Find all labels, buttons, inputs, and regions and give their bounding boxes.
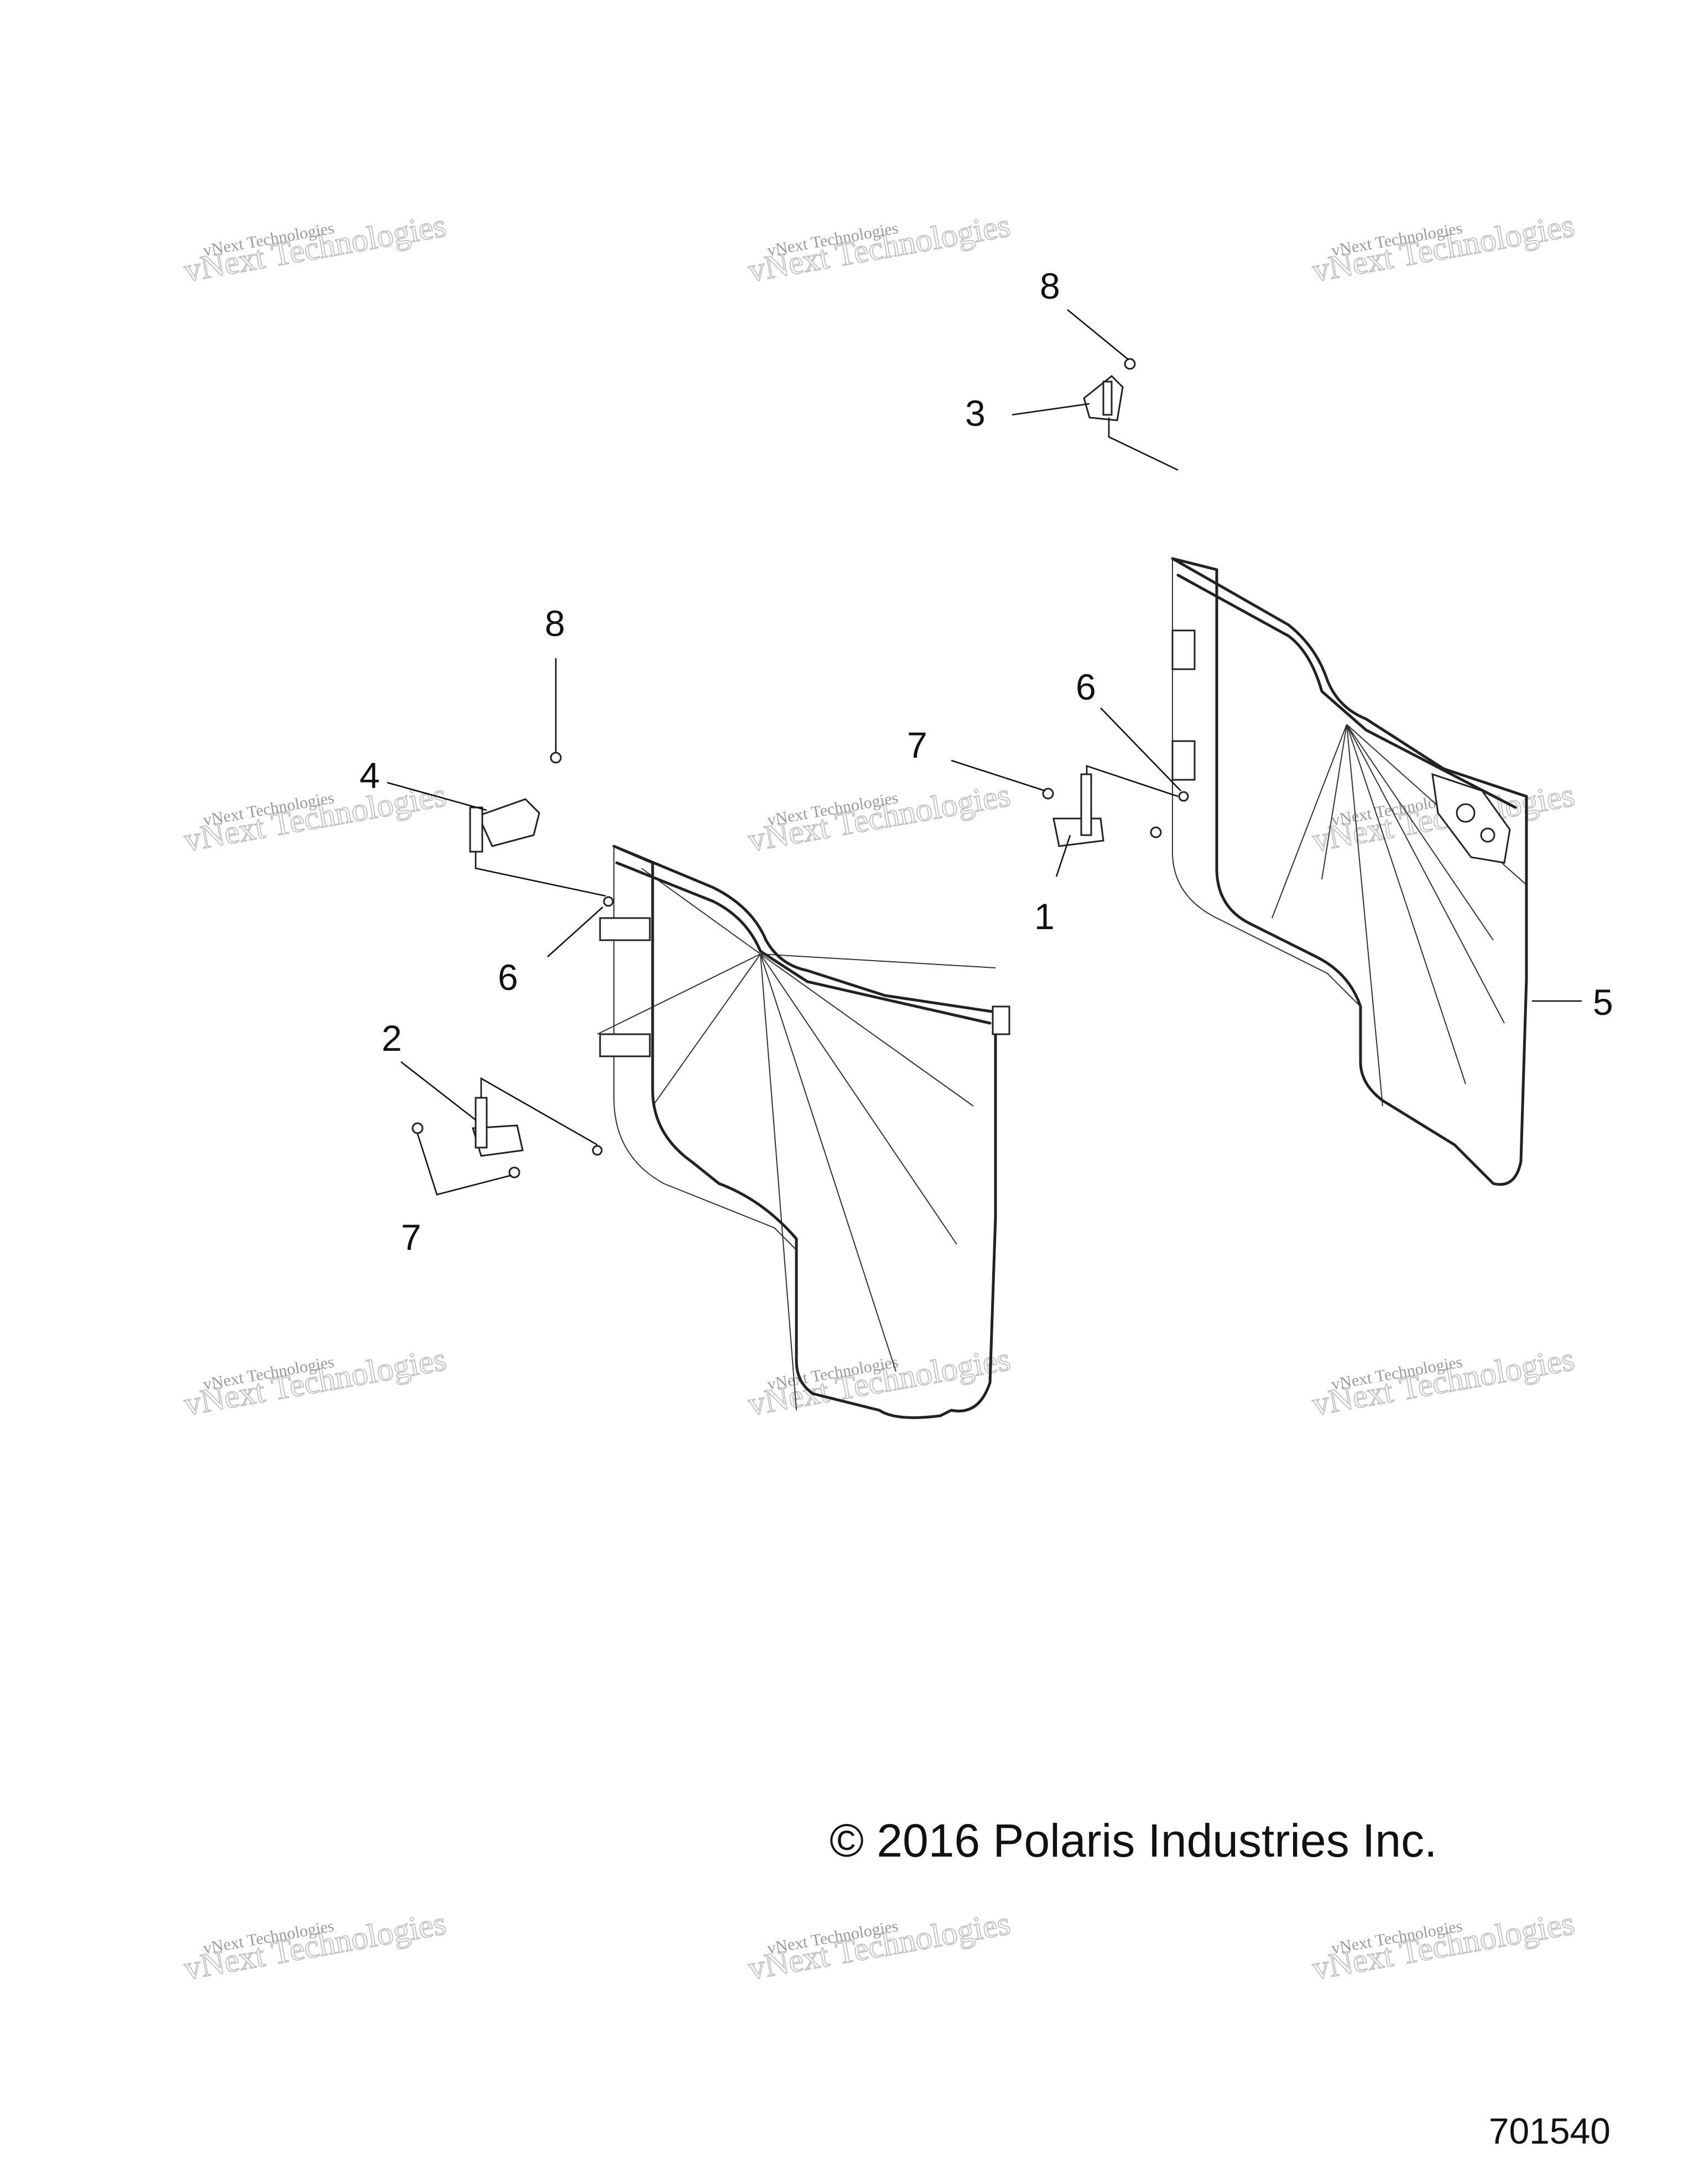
leader-6-right: [1100, 707, 1181, 791]
screw-7-right-a: [1042, 788, 1054, 800]
watermark: vNext Technologies vNext Technologies: [181, 776, 450, 859]
right-door-latch: [1431, 773, 1511, 864]
leader-2: [400, 1061, 476, 1121]
left-door-frame-inner: [615, 861, 992, 1025]
right-door-frame-inner: [1176, 574, 1517, 809]
leader-7-left: [416, 1133, 512, 1196]
callout-2: 2: [382, 1018, 402, 1059]
screw-7-right-b: [1150, 826, 1162, 838]
leader-3-to-door: [1108, 418, 1179, 471]
watermark: vNext Technologies vNext Technologies: [181, 1904, 450, 1987]
callout-7: 7: [907, 724, 927, 765]
right-door-mesh: [1271, 724, 1527, 1107]
left-door: 8 4 6 2 7: [359, 603, 1010, 1419]
hinge-bracket-lower-left: [472, 1097, 524, 1157]
callout-6: 6: [1076, 666, 1096, 707]
washer-6-left: [603, 896, 614, 907]
right-door-hinge-strap-upper: [1171, 629, 1196, 670]
right-door-hinge-strap-lower: [1171, 740, 1196, 781]
screw-7-left-b: [508, 1166, 520, 1179]
callout-5: 5: [1593, 982, 1613, 1023]
left-door-hinge-strap-upper: [599, 917, 651, 941]
watermark: vNext Technologies vNext Technologies: [745, 776, 1014, 859]
callout-3: 3: [965, 393, 986, 434]
leader-8-right: [1067, 309, 1129, 361]
callout-8: 8: [545, 603, 565, 644]
watermarks: vNext Technologies vNext Technologies vN…: [181, 206, 1578, 1987]
leader-3: [1012, 403, 1090, 416]
leader-7-right: [951, 759, 1046, 792]
nut-left: [592, 1145, 603, 1156]
left-door-mesh: [597, 868, 996, 1411]
right-door-frame: [1171, 557, 1528, 1186]
right-door: 8 3 6 7 1 5: [907, 265, 1613, 1186]
watermark: vNext Technologies vNext Technologies: [1309, 1340, 1578, 1423]
leader-4: [387, 781, 487, 811]
bolt-8-right: [1124, 358, 1136, 370]
watermark: vNext Technologies vNext Technologies: [1309, 1904, 1578, 1987]
document-number: 701540: [1488, 2110, 1611, 2151]
leader-2-to-door: [480, 1077, 598, 1146]
watermark: vNext Technologies vNext Technologies: [745, 1904, 1014, 1987]
bolt-8-left: [550, 752, 562, 764]
callout-4: 4: [359, 755, 380, 796]
callout-6: 6: [498, 957, 518, 998]
watermark: vNext Technologies vNext Technologies: [745, 206, 1014, 289]
right-door-rear-tube: [1172, 559, 1361, 1007]
hinge-bracket-upper-left: [469, 798, 540, 853]
watermark: vNext Technologies vNext Technologies: [181, 1340, 450, 1423]
callout-1: 1: [1034, 896, 1055, 937]
left-door-latch: [992, 1005, 1010, 1035]
left-door-frame: [612, 845, 997, 1419]
left-door-hinge-strap-lower: [599, 1033, 651, 1057]
left-door-rear-tube: [613, 846, 797, 1250]
leader-1: [1055, 835, 1071, 877]
copyright-notice: © 2016 Polaris Industries Inc.: [830, 1815, 1437, 1867]
leader-6-left: [547, 906, 603, 957]
leader-4-to-door: [475, 852, 606, 897]
leader-1-to-door: [1086, 765, 1179, 798]
watermark: vNext Technologies vNext Technologies: [1309, 206, 1578, 289]
callout-7: 7: [401, 1217, 421, 1258]
hinge-bracket-lower-right: [1052, 773, 1104, 847]
screw-7-left-a: [411, 1122, 424, 1134]
callout-8: 8: [1040, 265, 1060, 306]
hinge-bracket-upper-right: [1083, 374, 1124, 421]
watermark: vNext Technologies vNext Technologies: [181, 206, 450, 289]
washer-6-right: [1178, 791, 1189, 802]
